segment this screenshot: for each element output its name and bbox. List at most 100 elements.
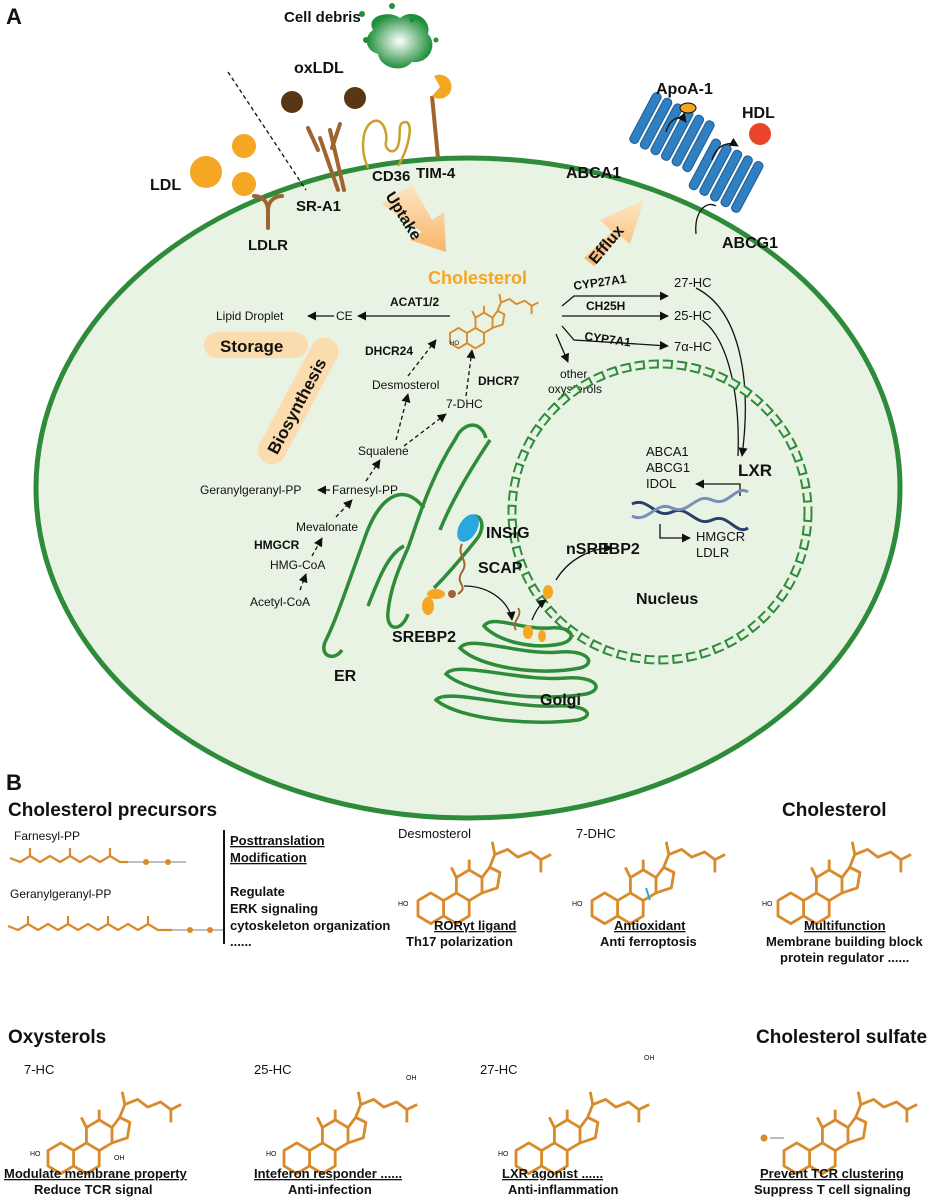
hc27-ho: HO [498,1151,509,1158]
oxldl-particle [344,87,366,109]
oxysterols-title: Oxysterols [8,1027,106,1048]
srebp2-protein-icon [427,589,445,599]
tim4-label: TIM-4 [416,165,456,182]
dhc7-label: 7-DHC [446,397,483,411]
ggpp-structure-label: Geranylgeranyl-PP [10,887,111,901]
scap-domain-icon [448,590,456,598]
ptm-heading-2: Modification [230,850,307,865]
acetylcoa-to-hmgcoa-arrow [298,573,308,591]
desmosterol-role: RORγt ligand [434,918,516,933]
abca1-label: ABCA1 [566,165,621,182]
golgi-cleavage-arrow [531,599,547,621]
hc25-ho: HO [266,1151,277,1158]
cholesterol-title: Cholesterol [782,800,887,821]
srebp2-target-ldlr: LDLR [696,545,729,560]
hmgcoa-label: HMG-CoA [270,558,325,572]
ce-label: CE [336,309,353,323]
hc7-effect: Reduce TCR signal [34,1182,152,1197]
sra1-label: SR-A1 [296,198,341,215]
lxr-label: LXR [738,461,772,480]
hdl-particle [749,123,771,145]
divider-line [227,71,307,191]
desmosterol-ho: HO [398,901,409,908]
nsrebp2-to-nucleus-arrow [555,543,613,581]
abcg1-transporter-icon [688,138,764,213]
hc25-effect: Anti-infection [288,1182,372,1197]
dhcr7-label: DHCR7 [478,374,520,388]
dhc7-effect: Anti ferroptosis [600,934,697,949]
dhc7-structure-label: 7-DHC [576,826,616,841]
dna-helix-icon [631,488,749,532]
hc25-structure-icon [282,1090,419,1176]
precursor-item-4: ...... [230,934,252,949]
precursor-item-1: Regulate [230,884,285,899]
hc7-role: Modulate membrane property [4,1166,188,1181]
sulfate-structure-icon [782,1090,919,1176]
hc27-structure-icon [514,1090,651,1176]
hc27-structure-label: 27-HC [480,1062,518,1077]
srebp2-label: SREBP2 [392,629,456,646]
hc25-to-lxr-arrow [701,319,739,457]
other-oxysterols-arrow [555,333,569,363]
er-label: ER [334,668,357,685]
ggpp-label: Geranylgeranyl-PP [200,483,301,497]
sulfate-role: Prevent TCR clustering [760,1166,904,1181]
dhc7-double-bond-icon [645,887,651,901]
precursor-item-2: ERK signaling [230,901,318,916]
cholesterol-effect-2: protein regulator ...... [780,950,909,965]
ldl-label: LDL [150,177,181,194]
cyp7a1-label: CYP7A1 [584,329,633,349]
panel-b-label: B [6,770,22,795]
sra1-receptor-icon [306,122,346,192]
oxldl-particle [281,91,303,113]
hdl-efflux-arrow [711,137,739,161]
cholesterol-b-structure-icon [776,840,913,926]
squalene-to-dhc7-arrow [403,413,447,447]
insig-protein-icon [457,514,479,542]
fpp-chain-icon [9,848,128,864]
panel-a-label: A [6,4,22,29]
cholesterol-role: Multifunction [804,918,886,933]
srebp2-induction-arrow [659,524,691,543]
desmosterol-to-cholesterol-arrow [407,339,437,377]
srebp2-protein-icon [422,597,434,615]
uptake-arrow [382,184,446,252]
precursors-title: Cholesterol precursors [8,800,217,821]
mevalonate-to-fpp-arrow [335,499,353,518]
nucleus-label: Nucleus [636,591,698,608]
cell-debris-label: Cell debris [284,9,361,26]
nsrebp2-label: nSREBP2 [566,541,640,558]
cell-membrane [33,155,903,821]
hc7-ho: HO [30,1151,41,1158]
scap-protein-icon [457,543,466,595]
dhc7-role: Antioxidant [614,918,686,933]
hc25-role: Inteferon responder ...... [254,1166,402,1181]
oxldl-label: oxLDL [294,60,344,77]
er-to-golgi-arrow [463,585,516,621]
hc27-to-lxr-arrow [695,287,748,457]
hc7a-label: 7α-HC [674,339,712,354]
apoa1-particle [679,102,697,114]
cd36-label: CD36 [372,168,410,185]
fpp-structure-label: Farnesyl-PP [14,829,80,843]
hc27-role: LXR agonist ...... [502,1166,603,1181]
dhc7-to-cholesterol-arrow [465,349,476,397]
desmosterol-label: Desmosterol [372,378,439,392]
fpp-label: Farnesyl-PP [332,483,398,497]
other-oxysterols-label-1: other [560,367,587,381]
sulfate-title: Cholesterol sulfate [756,1027,927,1048]
golgi-scap-icon [513,607,521,631]
dhcr24-label: DHCR24 [365,344,413,358]
acat-label: ACAT1/2 [390,295,439,309]
hmgcr-label: HMGCR [254,538,300,552]
abcg1-pointer [695,203,717,235]
apoa1-efflux-arrow [665,112,687,133]
golgi-srebp2-icon [523,625,533,639]
hc27-oh: OH [644,1055,655,1062]
ptm-heading-1: Posttranslation [230,833,325,848]
ch25h-label: CH25H [586,299,625,313]
apoa1-label: ApoA-1 [656,81,713,98]
precursor-item-3: cytoskeleton organization [230,918,390,933]
mevalonate-label: Mevalonate [296,520,358,534]
ldl-particle [232,172,256,196]
